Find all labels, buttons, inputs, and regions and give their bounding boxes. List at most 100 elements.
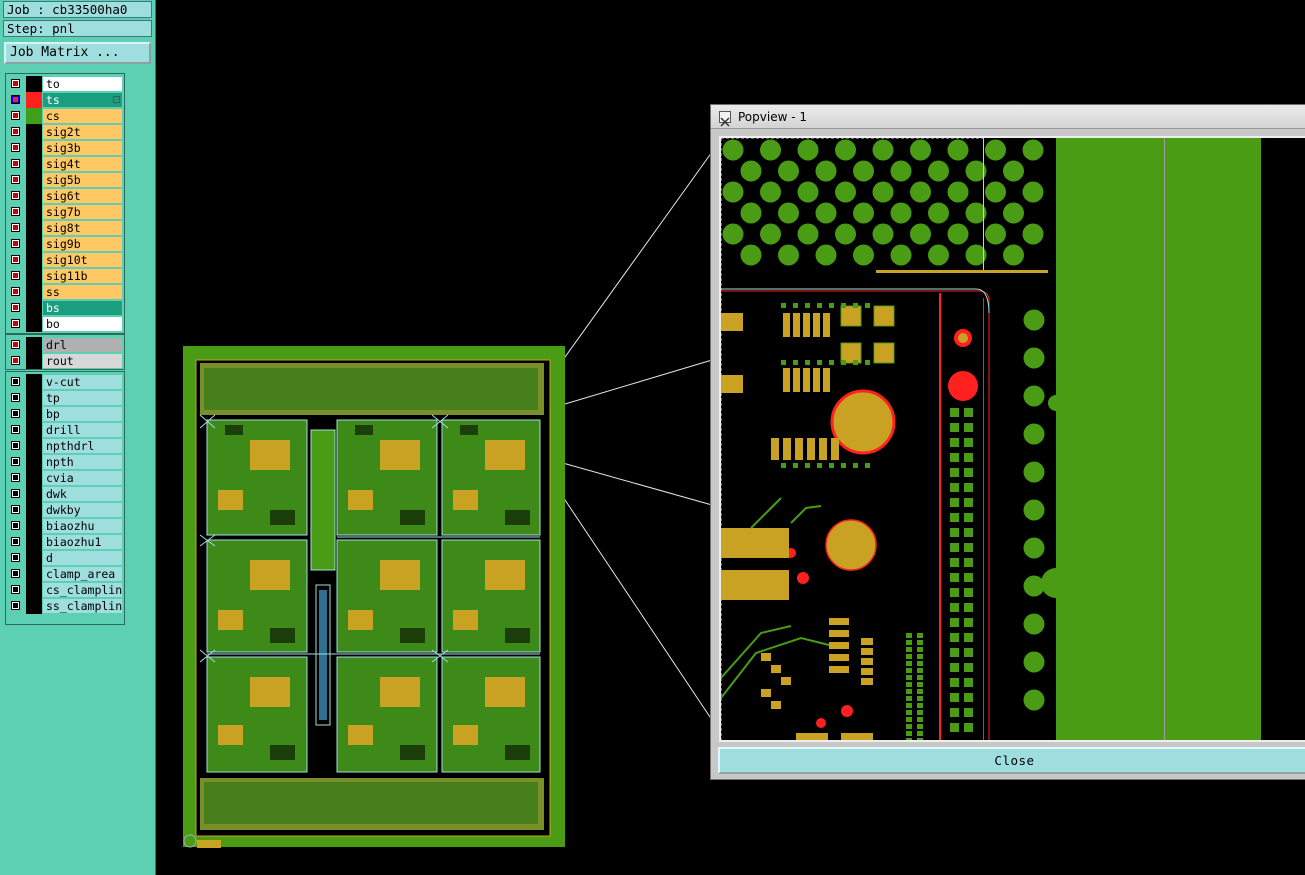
layer-color-swatch[interactable] [26, 92, 42, 108]
layer-color-swatch[interactable] [26, 390, 42, 406]
layer-checkbox-ss_clampline[interactable] [11, 601, 20, 610]
layer-color-swatch[interactable] [26, 502, 42, 518]
layer-color-swatch[interactable] [26, 566, 42, 582]
layer-color-swatch[interactable] [26, 236, 42, 252]
layer-row-to[interactable]: to [6, 76, 124, 92]
layer-row-dwkby[interactable]: dwkby [6, 502, 124, 518]
layer-color-swatch[interactable] [26, 550, 42, 566]
layer-name-npth[interactable]: npth [43, 455, 122, 469]
layer-checkbox-sig11b[interactable] [11, 271, 20, 280]
layer-name-sig10t[interactable]: sig10t [43, 253, 122, 267]
layer-color-swatch[interactable] [26, 220, 42, 236]
layer-row-biaozhu[interactable]: biaozhu [6, 518, 124, 534]
layer-color-swatch[interactable] [26, 598, 42, 614]
layer-checkbox-npthdrl[interactable] [11, 441, 20, 450]
layer-color-swatch[interactable] [26, 582, 42, 598]
layer-color-swatch[interactable] [26, 140, 42, 156]
layer-color-swatch[interactable] [26, 337, 42, 353]
layer-name-drill[interactable]: drill [43, 423, 122, 437]
layer-color-swatch[interactable] [26, 156, 42, 172]
layer-checkbox-v-cut[interactable] [11, 377, 20, 386]
layer-checkbox-sig8t[interactable] [11, 223, 20, 232]
layer-color-swatch[interactable] [26, 284, 42, 300]
layer-name-npthdrl[interactable]: npthdrl [43, 439, 122, 453]
layer-checkbox-drill[interactable] [11, 425, 20, 434]
layer-name-drl[interactable]: drl [43, 338, 122, 352]
layer-color-swatch[interactable] [26, 422, 42, 438]
layer-row-dwk[interactable]: dwk [6, 486, 124, 502]
layer-checkbox-sig6t[interactable] [11, 191, 20, 200]
layer-row-cs[interactable]: cs [6, 108, 124, 124]
layer-row-bp[interactable]: bp [6, 406, 124, 422]
job-matrix-button[interactable]: Job Matrix ... [4, 42, 151, 64]
layer-name-to[interactable]: to [43, 77, 122, 91]
layer-color-swatch[interactable] [26, 108, 42, 124]
layer-checkbox-ss[interactable] [11, 287, 20, 296]
layer-color-swatch[interactable] [26, 268, 42, 284]
layer-checkbox-sig2t[interactable] [11, 127, 20, 136]
layer-name-sig9b[interactable]: sig9b [43, 237, 122, 251]
layer-checkbox-sig5b[interactable] [11, 175, 20, 184]
layer-row-clamp_area[interactable]: clamp_area [6, 566, 124, 582]
layer-name-cs[interactable]: cs [43, 109, 122, 123]
layer-checkbox-bp[interactable] [11, 409, 20, 418]
layer-checkbox-biaozhu[interactable] [11, 521, 20, 530]
layer-checkbox-bo[interactable] [11, 319, 20, 328]
layer-name-cvia[interactable]: cvia [43, 471, 122, 485]
layer-row-sig2t[interactable]: sig2t [6, 124, 124, 140]
layer-color-swatch[interactable] [26, 172, 42, 188]
layer-checkbox-sig4t[interactable] [11, 159, 20, 168]
layer-name-ss[interactable]: ss [43, 285, 122, 299]
layer-name-sig3b[interactable]: sig3b [43, 141, 122, 155]
layer-row-sig10t[interactable]: sig10t [6, 252, 124, 268]
layer-checkbox-d[interactable] [11, 553, 20, 562]
layer-checkbox-ts[interactable] [11, 95, 20, 104]
layer-checkbox-sig9b[interactable] [11, 239, 20, 248]
layer-checkbox-sig3b[interactable] [11, 143, 20, 152]
layer-color-swatch[interactable] [26, 188, 42, 204]
layer-checkbox-bs[interactable] [11, 303, 20, 312]
layer-name-sig8t[interactable]: sig8t [43, 221, 122, 235]
layer-checkbox-sig7b[interactable] [11, 207, 20, 216]
layer-row-cvia[interactable]: cvia [6, 470, 124, 486]
layer-color-swatch[interactable] [26, 204, 42, 220]
layer-color-swatch[interactable] [26, 252, 42, 268]
layer-checkbox-biaozhu1[interactable] [11, 537, 20, 546]
layer-name-clamp_area[interactable]: clamp_area [43, 567, 122, 581]
layer-row-sig3b[interactable]: sig3b [6, 140, 124, 156]
layer-name-dwkby[interactable]: dwkby [43, 503, 122, 517]
layer-row-ss[interactable]: ss [6, 284, 124, 300]
layer-checkbox-dwkby[interactable] [11, 505, 20, 514]
layer-name-sig11b[interactable]: sig11b [43, 269, 122, 283]
layer-checkbox-clamp_area[interactable] [11, 569, 20, 578]
layer-color-swatch[interactable] [26, 76, 42, 92]
layer-color-swatch[interactable] [26, 300, 42, 316]
layer-row-sig6t[interactable]: sig6t [6, 188, 124, 204]
layer-row-cs_clampline[interactable]: cs_clampline [6, 582, 124, 598]
layer-name-tp[interactable]: tp [43, 391, 122, 405]
layer-checkbox-to[interactable] [11, 79, 20, 88]
layer-row-npthdrl[interactable]: npthdrl [6, 438, 124, 454]
layer-name-dwk[interactable]: dwk [43, 487, 122, 501]
layer-color-swatch[interactable] [26, 470, 42, 486]
layer-color-swatch[interactable] [26, 454, 42, 470]
layer-row-ts[interactable]: ts [6, 92, 124, 108]
layer-row-rout[interactable]: rout [6, 353, 124, 369]
layer-row-d[interactable]: d [6, 550, 124, 566]
layer-name-biaozhu[interactable]: biaozhu [43, 519, 122, 533]
layer-color-swatch[interactable] [26, 518, 42, 534]
layer-row-drill[interactable]: drill [6, 422, 124, 438]
layer-name-sig2t[interactable]: sig2t [43, 125, 122, 139]
expand-icon[interactable] [113, 96, 120, 103]
close-button[interactable]: Close [718, 747, 1305, 774]
pcb-panel-overview[interactable] [183, 346, 565, 848]
layer-checkbox-dwk[interactable] [11, 489, 20, 498]
layer-name-biaozhu1[interactable]: biaozhu1 [43, 535, 122, 549]
layer-name-ts[interactable]: ts [43, 93, 122, 107]
layer-name-sig4t[interactable]: sig4t [43, 157, 122, 171]
layer-color-swatch[interactable] [26, 534, 42, 550]
layer-row-biaozhu1[interactable]: biaozhu1 [6, 534, 124, 550]
layer-checkbox-rout[interactable] [11, 356, 20, 365]
layer-checkbox-drl[interactable] [11, 340, 20, 349]
layer-name-d[interactable]: d [43, 551, 122, 565]
